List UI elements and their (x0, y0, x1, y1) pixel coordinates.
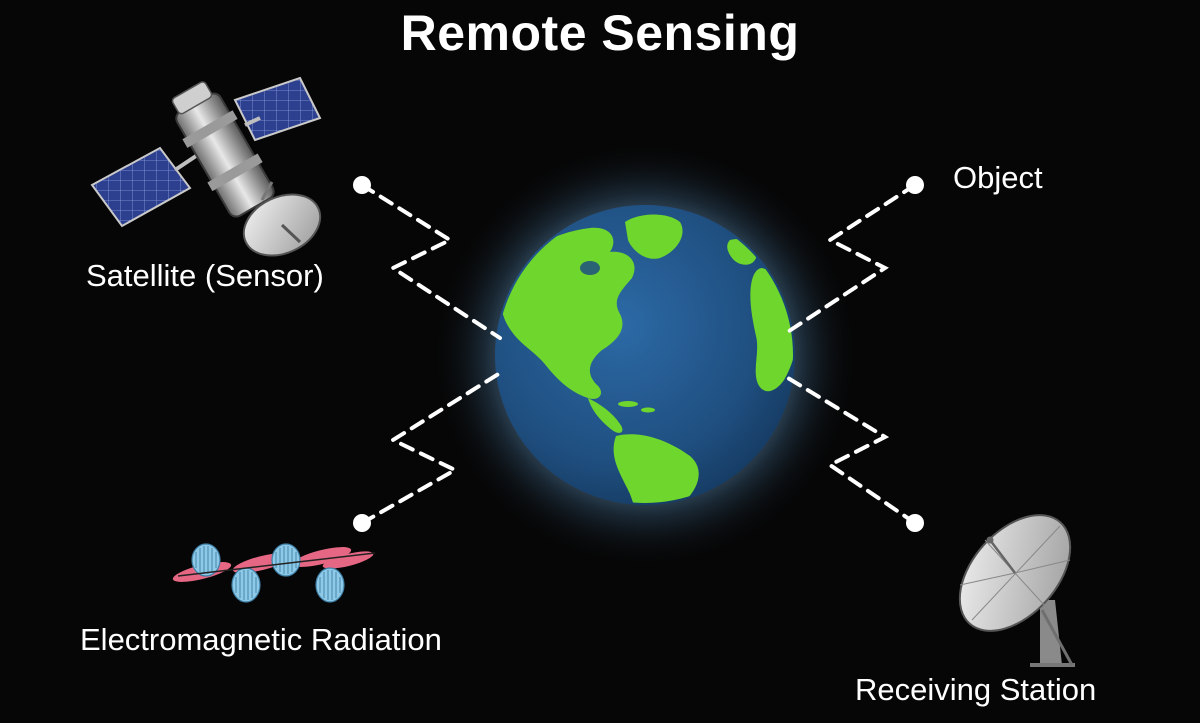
satellite-icon (90, 76, 322, 257)
receiving-station-label: Receiving Station (855, 672, 1097, 707)
connector-station (781, 373, 917, 525)
earth-globe-icon (430, 140, 860, 570)
object-label: Object (953, 160, 1043, 195)
satellite-label: Satellite (Sensor) (86, 258, 324, 293)
endpoint-dot-object (906, 176, 924, 194)
em-wave-icon (172, 543, 376, 603)
satellite-dish-icon (958, 514, 1075, 667)
endpoint-dot-radiation (353, 514, 371, 532)
endpoint-dot-satellite (353, 176, 371, 194)
endpoint-dot-station (906, 514, 924, 532)
page-title: Remote Sensing (400, 5, 800, 61)
radiation-label: Electromagnetic Radiation (80, 622, 442, 657)
connector-object (781, 183, 917, 337)
connector-radiation (360, 371, 502, 525)
connector-satellite (360, 183, 502, 340)
